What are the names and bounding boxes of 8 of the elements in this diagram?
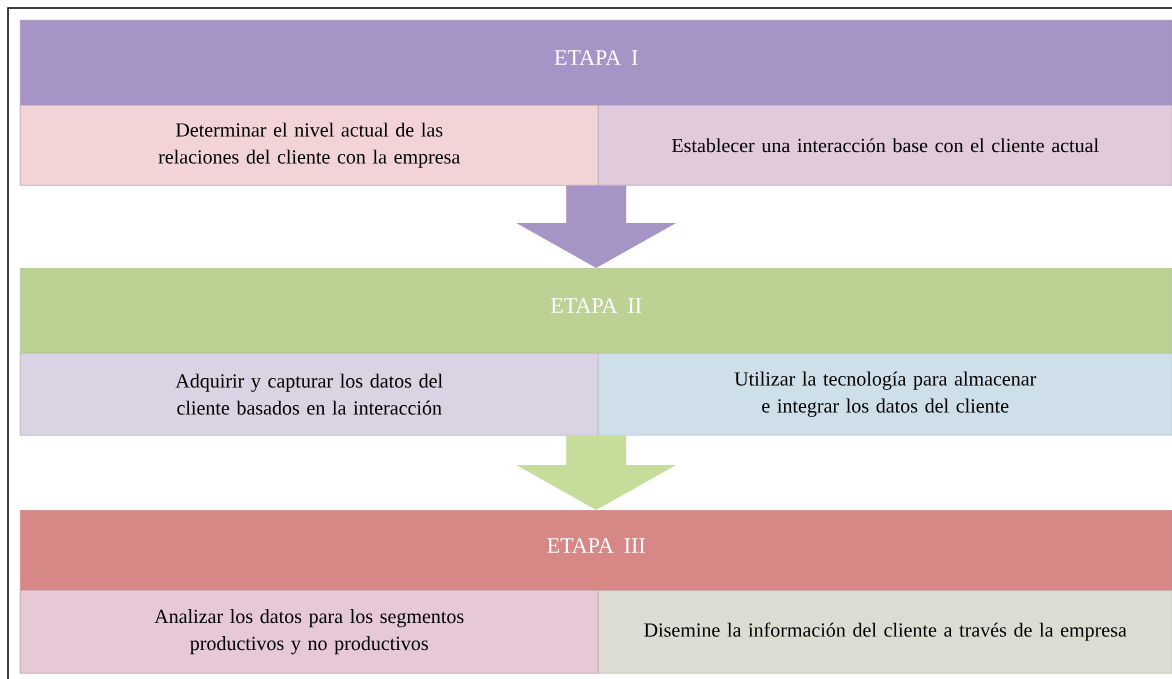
step-box: Disemine la información del cliente a través de la empresa bbox=[598, 590, 1172, 674]
block-arrow bbox=[516, 435, 677, 510]
step-box: Establecer una interacción base con el cliente actual bbox=[598, 105, 1172, 186]
step-box: Determinar el nivel actual de las relaciones del cliente con la empresa bbox=[20, 105, 599, 186]
step-box: Utilizar la tecnología para almacenar e integrar los datos del cliente bbox=[598, 353, 1172, 436]
step-box: Adquirir y capturar los datos del cliente basados en la interacción bbox=[20, 353, 599, 436]
block-arrow bbox=[516, 185, 677, 268]
step-box: Analizar los datos para los segmentos productivos y no productivos bbox=[20, 590, 599, 674]
